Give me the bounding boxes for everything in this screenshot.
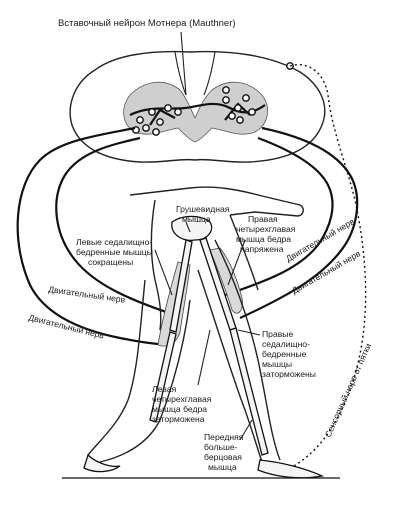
neuron-cell-bodies bbox=[132, 62, 294, 136]
label-right-hamstrings: Правые седалищно- бедренные мышцы заторм… bbox=[262, 329, 316, 379]
motor-nerve-right-inner bbox=[224, 136, 334, 297]
diagram-title: Вставочный нейрон Мотнера (Mauthner) bbox=[58, 18, 236, 29]
gray-matter bbox=[123, 81, 269, 143]
label-gluteal: Грушевидная мышца bbox=[176, 204, 232, 224]
pelvis bbox=[171, 215, 213, 241]
spinal-cord-section bbox=[69, 50, 326, 163]
motor-nerve-right-outer bbox=[239, 126, 359, 319]
walking-figure bbox=[83, 186, 325, 479]
right-foot bbox=[257, 459, 325, 479]
motor-nerve-left-outer bbox=[16, 126, 159, 346]
label-left-hamstrings: Левые седалищно- бедренные мышцы сокраще… bbox=[76, 237, 155, 267]
label-right-quadriceps: Правая четырехглавая мышца бедра напряже… bbox=[236, 214, 298, 254]
label-pointers bbox=[154, 221, 261, 441]
left-foot bbox=[83, 453, 121, 473]
label-tibialis-anterior: Передняя больше- берцовая мышца bbox=[204, 432, 246, 472]
right-quad-muscle bbox=[209, 247, 243, 314]
title-pointer-line bbox=[180, 31, 187, 96]
motor-nerve-left-inner bbox=[55, 136, 176, 317]
sensory-nerve-line bbox=[289, 64, 367, 469]
label-motor-nerve-left-1: Двигательный нерв bbox=[48, 284, 127, 305]
label-sensory-nerve: Сенсорный нерв от пятки bbox=[323, 342, 374, 439]
label-motor-nerve-left-2: Двигательный нерв bbox=[28, 312, 106, 341]
label-left-quadriceps: Левая четырехглавая мышца бедра затормож… bbox=[152, 384, 214, 424]
